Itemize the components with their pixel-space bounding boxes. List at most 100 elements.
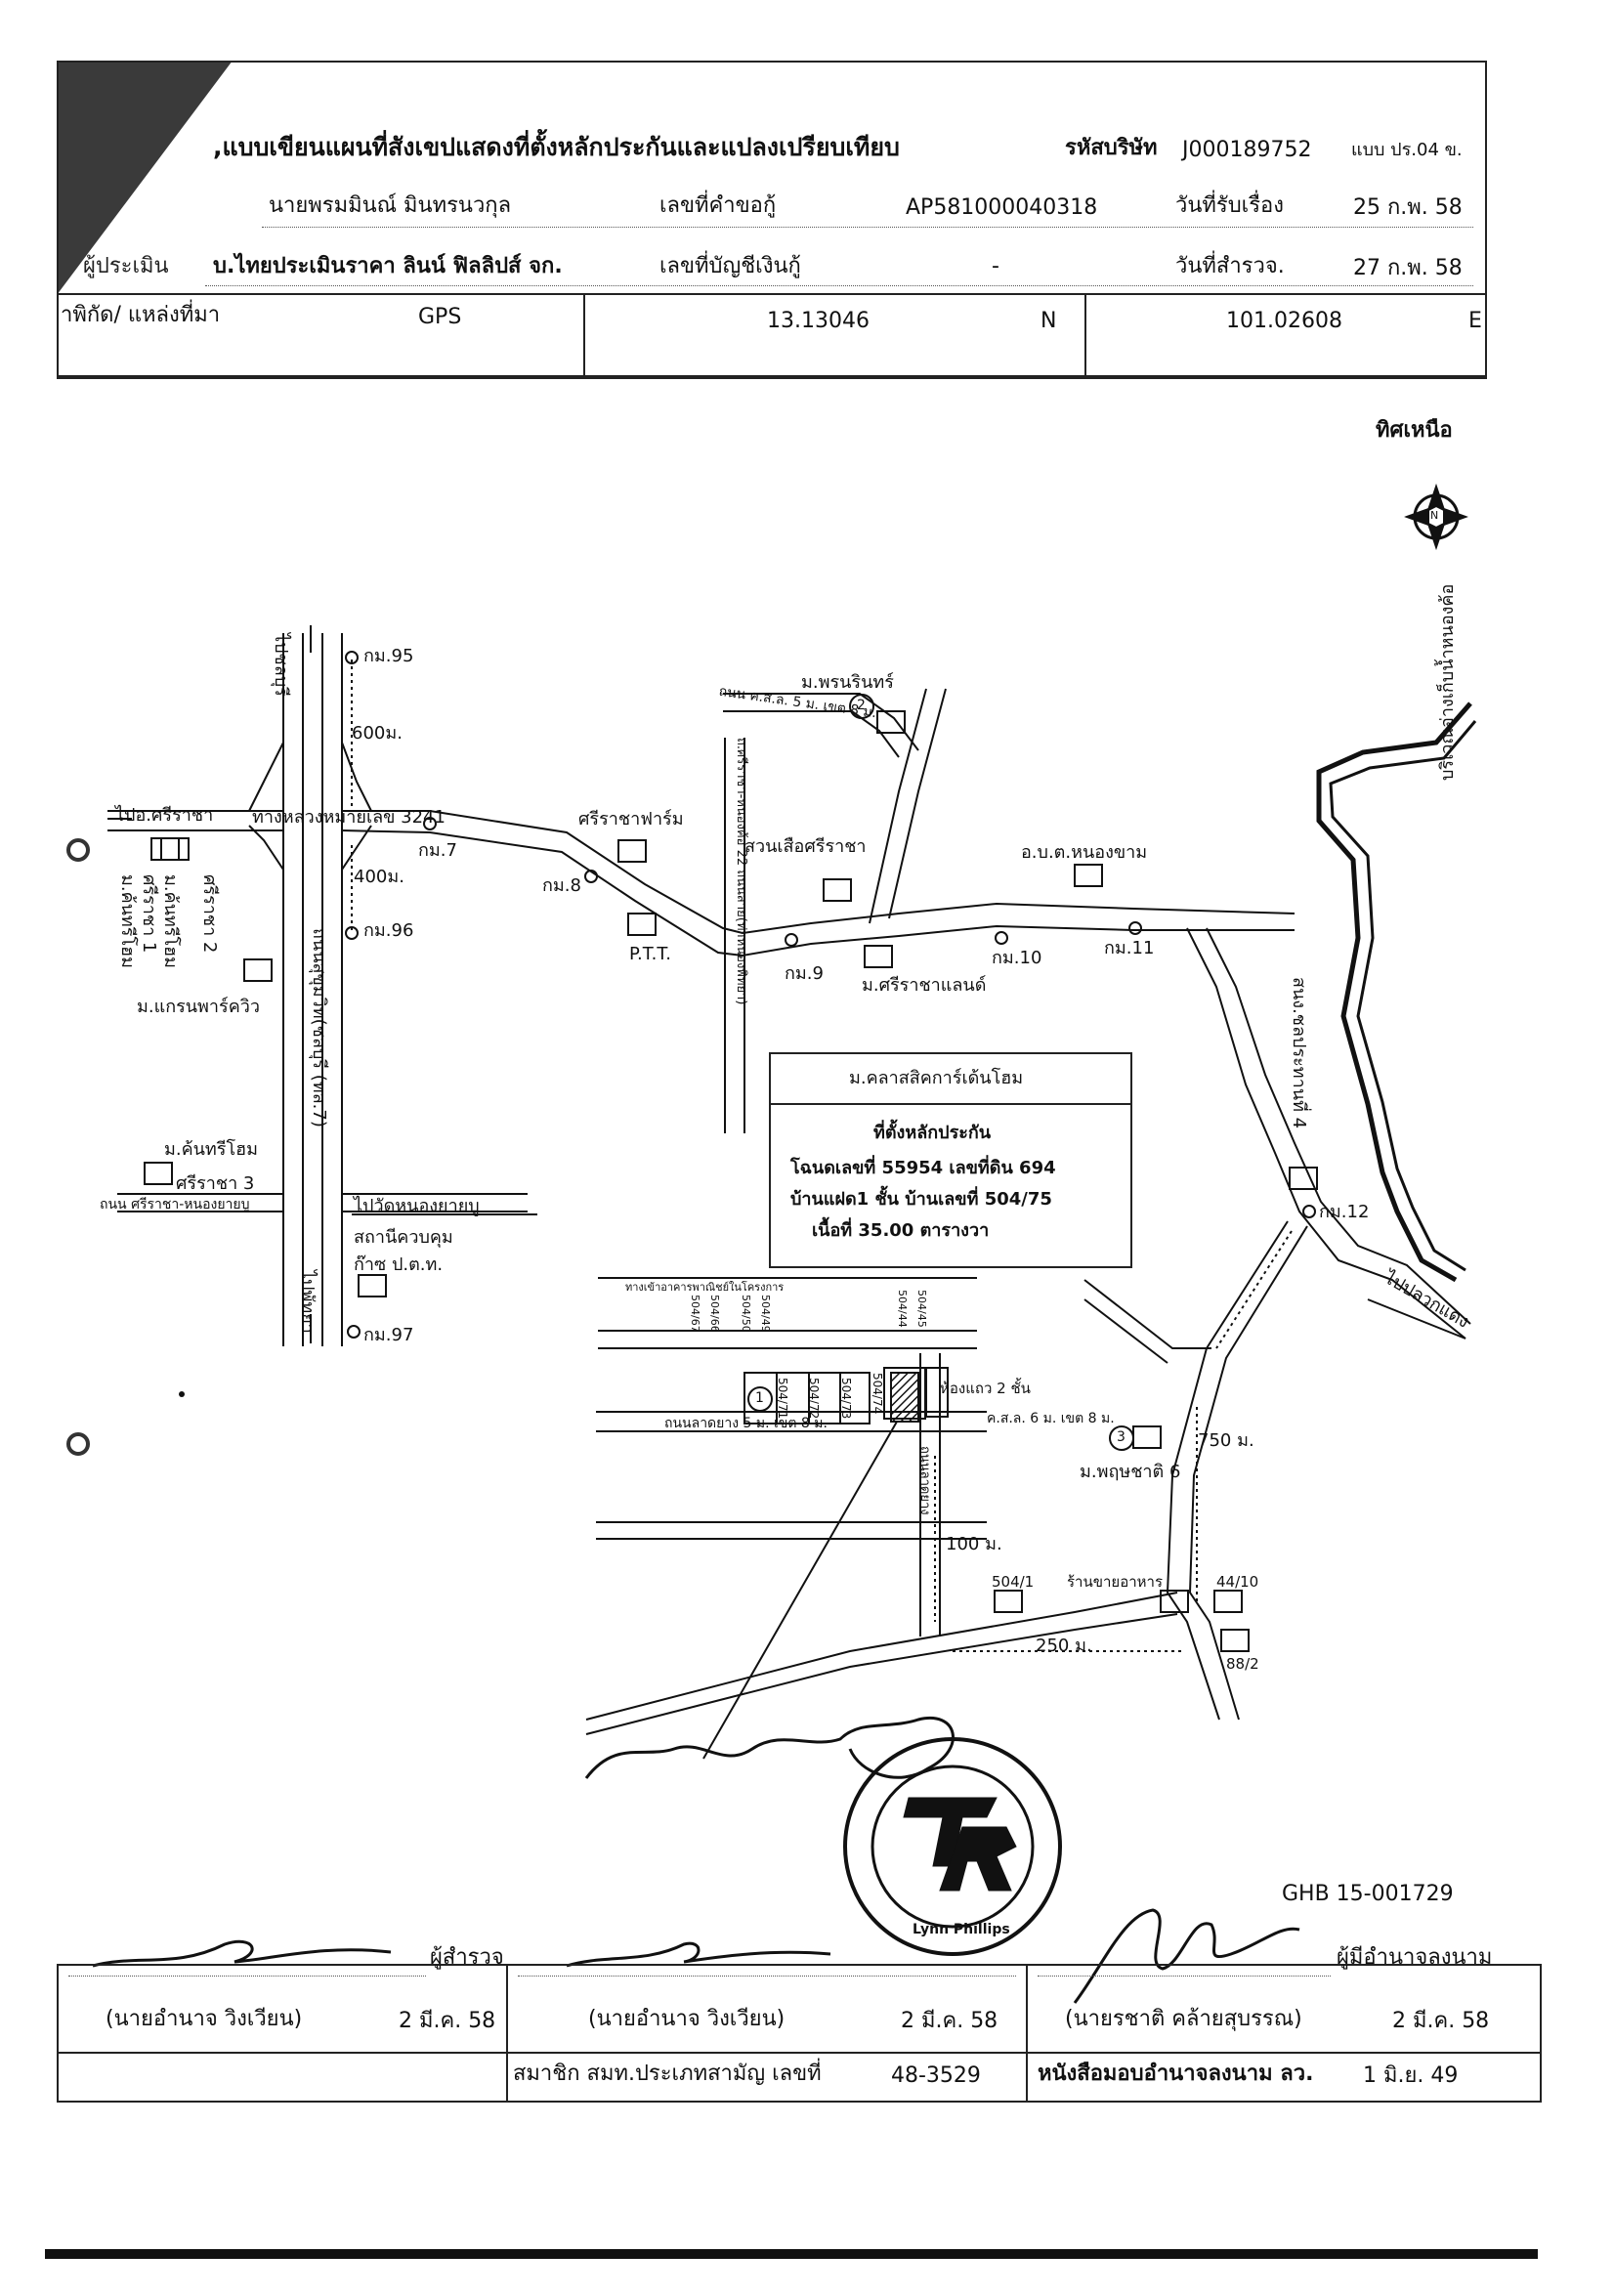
surveyor-role: ผู้สำรวจ (430, 1945, 504, 1970)
legend-collateral: ที่ตั้งหลักประกัน (873, 1123, 992, 1143)
km12-label: กม.12 (1319, 1202, 1370, 1222)
form-title: ,แบบเขียนแผนที่สังเขปแสดงที่ตั้งหลักประก… (213, 133, 900, 161)
form-header (57, 61, 1487, 379)
received-date-label: วันที่รับเรื่อง (1175, 193, 1284, 218)
road-sriracha-nongyai: ถนน ศรีราชา-หนองยายบู (100, 1197, 250, 1212)
road-main-lane: ถนนลาดยาง 5 ม. เขต 8 ม. (664, 1416, 828, 1431)
route-3241 (342, 810, 1295, 935)
appraiser-date: 2 มี.ค. 58 (901, 2009, 998, 2033)
stamp-brand: Lynn Phillips (913, 1922, 1010, 1937)
appraiser-name: (นายอำนาจ วิงเวียน) (588, 2007, 786, 2031)
road-kosol8: ค.ส.ล. 6 ม. เขต 8 ม. (987, 1411, 1115, 1426)
house-no: 504/67 (689, 1295, 701, 1333)
ponrin-village: ม.พรนรินทร์ (801, 672, 894, 693)
north-label: ทิศเหนือ (1376, 418, 1453, 443)
sukhumvit-label: ถนนสุขุมวิท(ชลบุรี (ทล.7) (309, 928, 329, 1127)
house-no: 504/45 (915, 1290, 928, 1328)
distance-100m: 100 ม. (946, 1534, 1002, 1554)
footer-divider (506, 1964, 508, 2101)
irrigation-office: สนง.ชลประทานที่ 4 (1289, 977, 1309, 1129)
company-code-label: รหัสบริษัท (1065, 136, 1158, 160)
village-chanthri3b: ศรีราชา 3 (176, 1173, 255, 1194)
km95-label: กม.95 (363, 646, 414, 666)
ptt-label: P.T.T. (629, 944, 671, 964)
km10-label: กม.10 (992, 948, 1042, 968)
surveyor-signature (92, 1939, 392, 1968)
signature-line (68, 1976, 426, 1977)
scan-corner-shadow (57, 61, 233, 295)
row-dots (262, 227, 1473, 228)
signature-line (1038, 1976, 1331, 1977)
request-no-label: เลขที่คำขอกู้ (659, 193, 777, 218)
row-dots (205, 285, 1473, 286)
longitude: 101.02608 (1226, 309, 1342, 333)
member-label: สมาชิก สมท.ประเภทสามัญ เลขที่ (513, 2062, 822, 2086)
company-code: J000189752 (1182, 138, 1312, 162)
request-no: AP581000040318 (906, 195, 1098, 220)
longitude-dir: E (1468, 309, 1482, 333)
legend-title: ม.คลาสสิคการ์เด้นโฮม (849, 1068, 1024, 1088)
reservoir-label: บริเวณอ่างเก็บน้ำหนองค้อ (1437, 583, 1458, 781)
house-no: 504/66 (708, 1295, 721, 1333)
coord-label: าพิกัด/ แหล่งที่มา (61, 303, 221, 327)
phruksa-village: ม.พฤษชาติ 6 (1080, 1462, 1181, 1482)
village-label: ม.ค้นทรีโฮม (160, 874, 181, 968)
distance-600m: 600ม. (352, 723, 403, 744)
km9-label: กม.9 (785, 963, 824, 984)
footer-divider (57, 2052, 1540, 2054)
plot-number: 1 (755, 1390, 764, 1406)
tiger-zoo: สวนเสือศรีราชา (744, 836, 867, 857)
tambon-office: อ.บ.ต.หนองขาม (1021, 842, 1148, 863)
coord-source: GPS (418, 305, 462, 329)
latitude-dir: N (1041, 309, 1057, 333)
appraiser-signature (566, 1941, 831, 1968)
village-label: ศรีราชา 2 (199, 874, 220, 954)
km11-label: กม.11 (1104, 938, 1155, 958)
loan-account-label: เลขที่บัญชีเงินกู้ (659, 254, 801, 278)
header-divider (57, 293, 1485, 295)
highway-3241: ทางหลวงหมายเลข 3241 (252, 807, 446, 828)
house-no: 504/44 (896, 1290, 909, 1328)
bottom-scan-rule (45, 2249, 1538, 2259)
surveyor-date: 2 มี.ค. 58 (399, 2009, 496, 2033)
house-882: 88/2 (1226, 1655, 1259, 1673)
form-number: แบบ ปร.04 ข. (1351, 140, 1463, 160)
surveyor-name: (นายอำนาจ วิงเวียน) (106, 2007, 303, 2031)
survey-date: 27 ก.พ. 58 (1353, 256, 1463, 280)
signer-role: ผู้มีอำนาจลงนาม (1337, 1945, 1493, 1970)
north-letter: N (1430, 509, 1439, 522)
ghb-reference: GHB 15-001729 (1282, 1882, 1454, 1906)
house-no: 504/73 (839, 1378, 853, 1420)
to-chonburi: ไปชลบุรี (271, 633, 291, 697)
plot-number: 2 (857, 698, 866, 713)
to-wat-nongyai: ไปวัดหนองยายบู (354, 1196, 480, 1216)
house-5041: 504/1 (992, 1573, 1035, 1591)
house-no: 504/50 (740, 1295, 752, 1333)
header-cell-divider (583, 293, 585, 375)
distance-400m: 400ม. (354, 867, 404, 887)
legend-divider (771, 1103, 1130, 1105)
appraiser-label: ผู้ประเมิน (83, 254, 169, 278)
shophouse-label: ห้องแถว 2 ชั้น (940, 1380, 1031, 1397)
legend-area: เนื้อที่ 35.00 ตารางวา (812, 1220, 990, 1241)
km97-label: กม.97 (363, 1325, 414, 1345)
poa-date: 1 มิ.ย. 49 (1363, 2063, 1459, 2088)
member-number: 48-3529 (891, 2063, 981, 2088)
survey-date-label: วันที่สำรวจ. (1175, 254, 1285, 278)
road-sriracha-nongkho: ถ.ศรีราชา-หนองค้อ 22 ถนนสาย(ท่าหนองพิทยา… (734, 738, 748, 1005)
reservoir-edge (1316, 702, 1472, 1283)
gas-station: สถานีควบคุม (354, 1227, 453, 1248)
to-pattaya: ไปพัทยา (297, 1270, 318, 1334)
house-no: 504/71 (776, 1378, 789, 1420)
km96-label: กม.96 (363, 920, 414, 941)
legend-deed: โฉนดเลขที่ 55954 เลขที่ดิน 694 (790, 1158, 1056, 1178)
grand-park-view: ม.แกรนพาร์ควิว (137, 997, 260, 1017)
village-chanthri3: ม.ค้นทรีโฮม (164, 1139, 258, 1160)
signer-date: 2 มี.ค. 58 (1392, 2009, 1490, 2033)
to-sriracha: ไปอ.ศรีราชา (115, 805, 214, 826)
top-row-label: ทางเข้าอาคารพาณิชย์ในโครงการ (625, 1281, 785, 1294)
sriracha-land: ม.ศรีราชาแลนด์ (862, 975, 987, 996)
house-no: 504/74 (871, 1373, 884, 1415)
